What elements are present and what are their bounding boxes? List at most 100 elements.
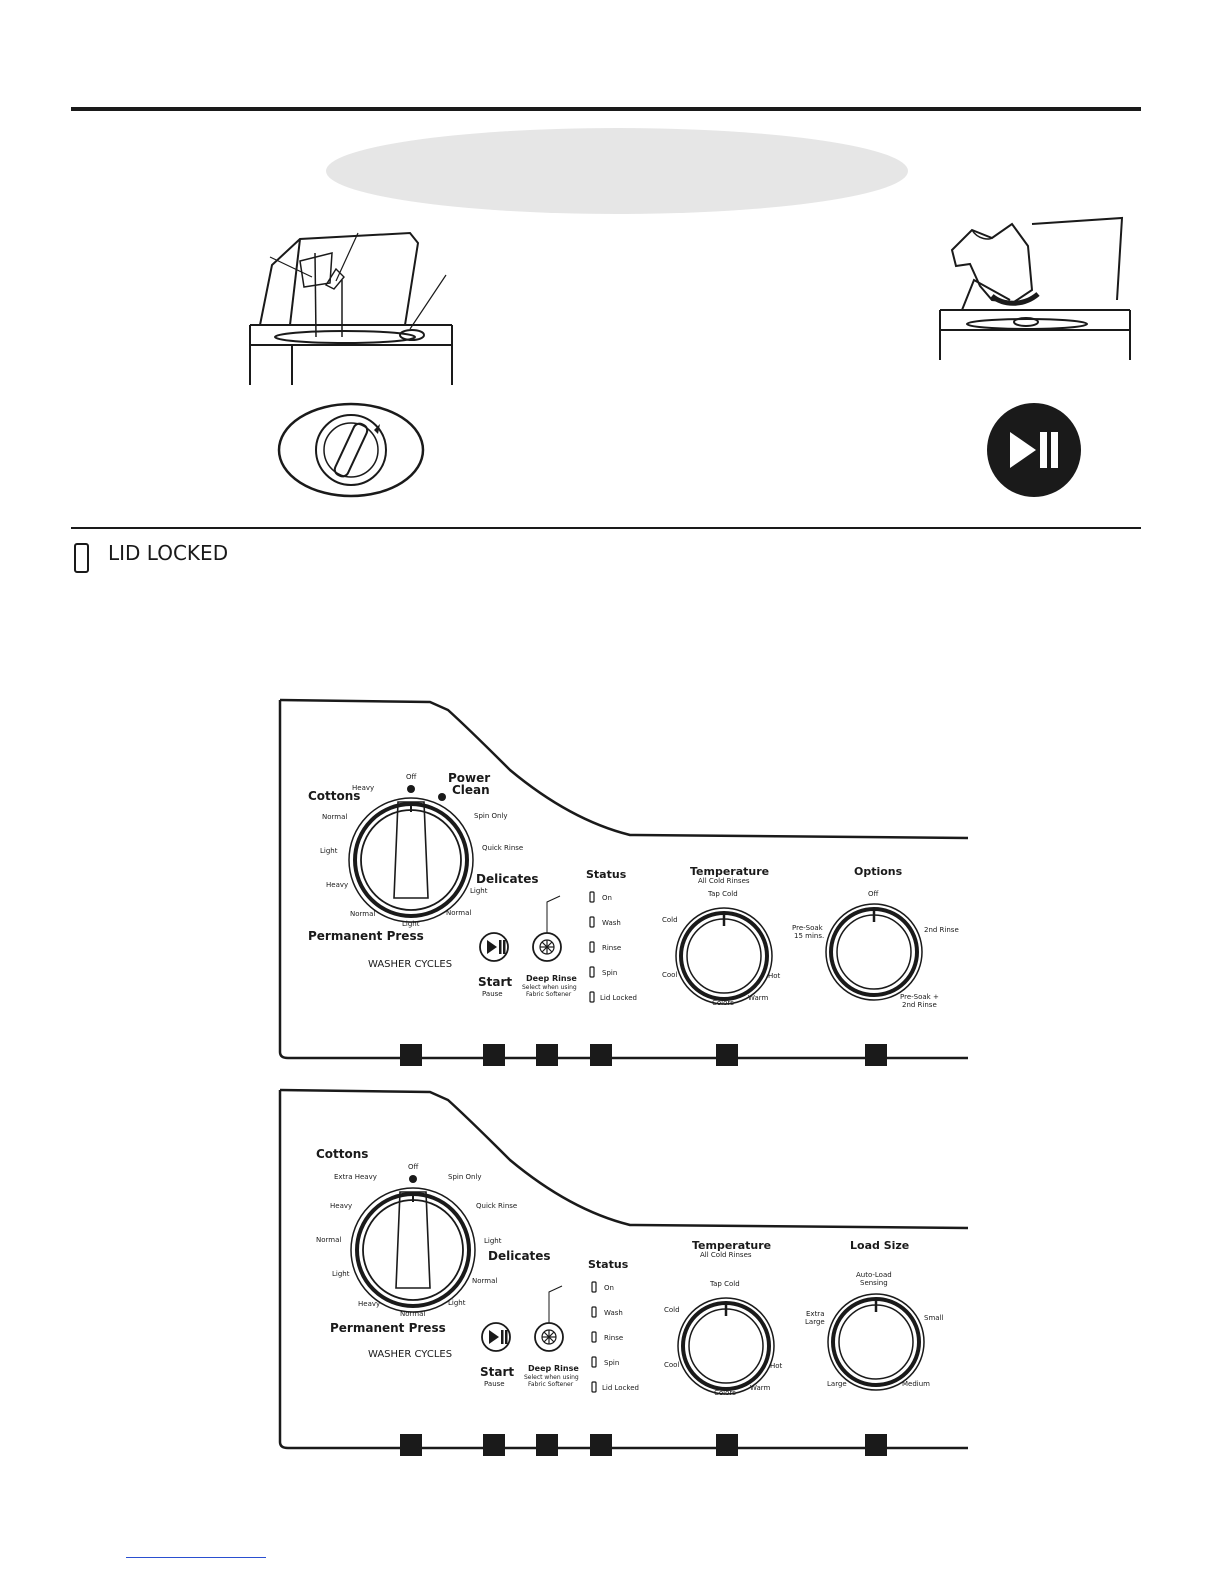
callout-box bbox=[590, 1044, 612, 1066]
temperature-title: Temperature bbox=[692, 1239, 771, 1252]
callout-box bbox=[590, 1434, 612, 1456]
control-panel-1: Cottons Power Clean Delicates Permanent … bbox=[278, 698, 969, 1066]
status-wash: Wash bbox=[602, 919, 621, 927]
permanent-press-label: Permanent Press bbox=[330, 1321, 446, 1335]
washer-cycles-label: WASHER CYCLES bbox=[368, 959, 452, 970]
temperature-sub: All Cold Rinses bbox=[698, 877, 750, 885]
extra-large-label-1: Extra bbox=[806, 1310, 824, 1318]
medium-label: Medium bbox=[902, 1380, 930, 1388]
deep-rinse-sub1: Select when using bbox=[524, 1374, 579, 1381]
pre-soak-plus-label-2: 2nd Rinse bbox=[902, 1001, 937, 1009]
temperature-dial[interactable] bbox=[677, 1297, 775, 1395]
start-pause-icon bbox=[987, 403, 1081, 497]
off-label: Off bbox=[408, 1163, 419, 1171]
pause-label: Pause bbox=[482, 990, 503, 998]
permanent-press-label: Permanent Press bbox=[308, 929, 424, 943]
quick-rinse-label: Quick Rinse bbox=[476, 1202, 517, 1210]
tap-cold-label: Tap Cold bbox=[709, 1280, 740, 1288]
extra-large-label-2: Large bbox=[805, 1318, 825, 1326]
status-title: Status bbox=[586, 868, 627, 881]
heading-oval-placeholder bbox=[326, 128, 908, 214]
status-rinse: Rinse bbox=[604, 1334, 623, 1342]
pause-label: Pause bbox=[484, 1380, 505, 1388]
callout-box bbox=[716, 1434, 738, 1456]
status-lid-locked: Lid Locked bbox=[602, 1384, 639, 1392]
cottons-label: Cottons bbox=[308, 789, 360, 803]
callout-box bbox=[716, 1044, 738, 1066]
options-dial[interactable] bbox=[825, 903, 923, 1001]
normal-label: Normal bbox=[316, 1236, 341, 1244]
delicates-label: Delicates bbox=[476, 872, 539, 886]
spin-only-label: Spin Only bbox=[448, 1173, 482, 1181]
cool-label: Cool bbox=[664, 1361, 679, 1369]
status-lid-locked: Lid Locked bbox=[600, 994, 637, 1002]
large-label: Large bbox=[827, 1380, 847, 1388]
cycle-selector-dial[interactable] bbox=[348, 785, 474, 923]
light-label: Light bbox=[448, 1299, 466, 1307]
normal-label: Normal bbox=[322, 813, 347, 821]
status-on: On bbox=[604, 1284, 614, 1292]
start-pause-button[interactable] bbox=[481, 1322, 511, 1352]
status-title: Status bbox=[588, 1258, 629, 1271]
deep-rinse-label: Deep Rinse bbox=[526, 974, 577, 983]
callout-box bbox=[483, 1044, 505, 1066]
light-label: Light bbox=[470, 887, 488, 895]
cottons-label: Cottons bbox=[316, 1147, 368, 1161]
light-label: Light bbox=[402, 920, 420, 928]
load-size-title: Load Size bbox=[850, 1239, 909, 1252]
start-label: Start bbox=[480, 1365, 514, 1379]
light-label: Light bbox=[320, 847, 338, 855]
cycle-selector-dial[interactable] bbox=[350, 1175, 476, 1313]
small-label: Small bbox=[924, 1314, 943, 1322]
temperature-sub: All Cold Rinses bbox=[700, 1251, 752, 1259]
washer-loading-clothes-illustration bbox=[939, 216, 1131, 360]
pre-soak-label-2: 15 mins. bbox=[794, 932, 824, 940]
status-list bbox=[591, 1281, 597, 1393]
power-clean-label-1: Power bbox=[448, 771, 490, 785]
warm-label: Warm bbox=[750, 1384, 771, 1392]
tap-cold-label: Tap Cold bbox=[707, 890, 738, 898]
deep-rinse-button[interactable] bbox=[532, 895, 562, 962]
deep-rinse-sub2: Fabric Softener bbox=[528, 1381, 574, 1388]
callout-box bbox=[865, 1434, 887, 1456]
deep-rinse-sub2: Fabric Softener bbox=[526, 991, 572, 998]
callout-box bbox=[536, 1044, 558, 1066]
hot-label: Hot bbox=[768, 972, 781, 980]
cold-label: Cold bbox=[662, 916, 678, 924]
status-wash: Wash bbox=[604, 1309, 623, 1317]
colors-label: Colors bbox=[712, 999, 734, 1007]
normal-label: Normal bbox=[350, 910, 375, 918]
deep-rinse-label: Deep Rinse bbox=[528, 1364, 579, 1373]
cycle-knob-icon bbox=[277, 402, 425, 498]
start-label: Start bbox=[478, 975, 512, 989]
section-rule bbox=[71, 527, 1141, 529]
temperature-dial[interactable] bbox=[675, 907, 773, 1005]
status-spin: Spin bbox=[604, 1359, 619, 1367]
spin-only-label: Spin Only bbox=[474, 812, 508, 820]
hot-label: Hot bbox=[770, 1362, 783, 1370]
second-rinse-label: 2nd Rinse bbox=[924, 926, 959, 934]
status-rinse: Rinse bbox=[602, 944, 621, 952]
status-spin: Spin bbox=[602, 969, 617, 977]
heavy-label: Heavy bbox=[330, 1202, 352, 1210]
callout-box bbox=[865, 1044, 887, 1066]
lid-locked-heading: LID LOCKED bbox=[108, 541, 229, 565]
callout-box bbox=[400, 1434, 422, 1456]
callout-box bbox=[400, 1044, 422, 1066]
cool-label: Cool bbox=[662, 971, 677, 979]
top-rule bbox=[71, 107, 1141, 111]
normal-label: Normal bbox=[472, 1277, 497, 1285]
cold-label: Cold bbox=[664, 1306, 680, 1314]
deep-rinse-button[interactable] bbox=[534, 1285, 564, 1352]
heavy-label: Heavy bbox=[358, 1300, 380, 1308]
quick-rinse-label: Quick Rinse bbox=[482, 844, 523, 852]
off-label: Off bbox=[406, 773, 417, 781]
control-panel-2: Cottons Delicates Permanent Press WASHER… bbox=[278, 1088, 969, 1456]
normal-label: Normal bbox=[400, 1310, 425, 1318]
washer-dispenser-illustration bbox=[249, 231, 453, 385]
start-pause-button[interactable] bbox=[479, 932, 509, 962]
load-size-dial[interactable] bbox=[827, 1293, 925, 1391]
extra-heavy-label: Extra Heavy bbox=[334, 1173, 377, 1181]
washer-cycles-label: WASHER CYCLES bbox=[368, 1349, 452, 1360]
delicates-label: Delicates bbox=[488, 1249, 551, 1263]
